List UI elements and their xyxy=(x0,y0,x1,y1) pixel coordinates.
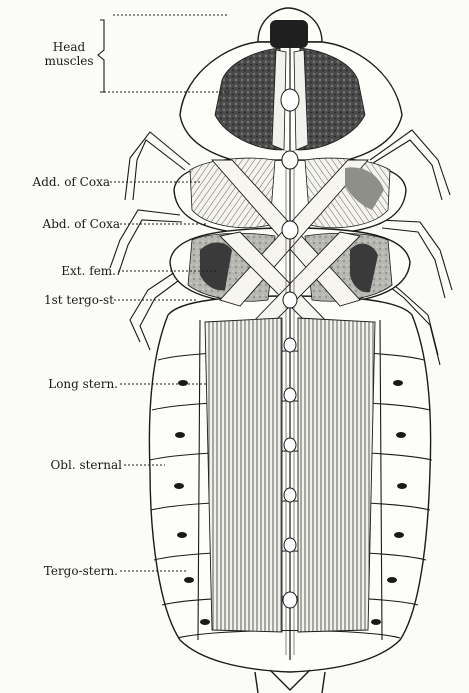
head-muscles-brace xyxy=(98,20,104,92)
label-head-muscles: Head muscles xyxy=(40,40,98,68)
label-abd-of-coxa: Abd. of Coxa xyxy=(4,217,120,231)
label-ext-fem: Ext. fem. xyxy=(30,264,116,278)
label-head-muscles-line1: Head xyxy=(40,40,98,54)
label-obl-sternal: Obl. sternal xyxy=(14,458,122,472)
label-head-muscles-line2: muscles xyxy=(40,54,98,68)
label-1st-tergo-st: 1st tergo-st xyxy=(20,293,114,307)
label-long-stern: Long stern. xyxy=(20,377,118,391)
label-add-of-coxa: Add. of Coxa xyxy=(4,175,110,189)
label-tergo-stern: Tergo-stern. xyxy=(14,564,118,578)
